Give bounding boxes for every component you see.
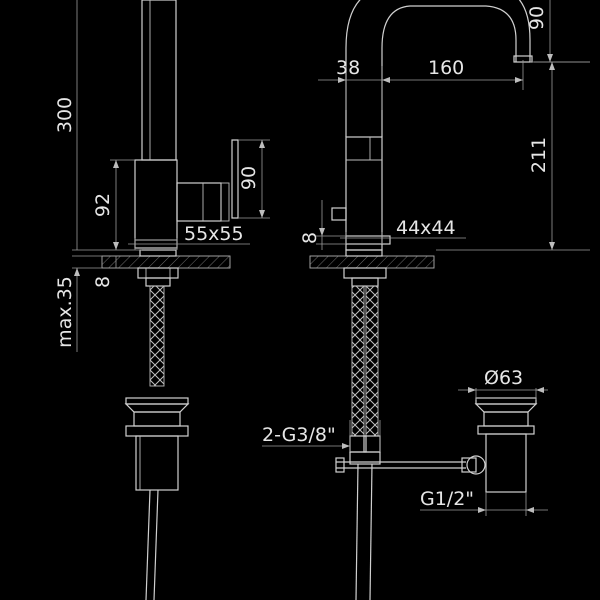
waste-diameter-label: Ø63 — [484, 367, 523, 389]
right-base-height-label: 8 — [299, 232, 321, 244]
right-body — [345, 136, 383, 251]
left-spout-column — [141, 0, 177, 161]
left-lever-height-label: 90 — [238, 166, 260, 190]
left-max-deck-label: max.35 — [54, 276, 76, 348]
right-spout — [345, 0, 531, 137]
waste-thread-label: G1/2" — [420, 488, 474, 510]
right-spout-reach-label: 160 — [428, 57, 464, 79]
left-deck — [101, 255, 231, 269]
left-body-height-label: 92 — [92, 193, 114, 217]
right-body-section-label: 44x44 — [396, 217, 456, 239]
right-spout-rise-label: 90 — [526, 6, 548, 30]
left-body — [134, 159, 178, 249]
left-view: 300 92 90 55x55 8 max.35 — [54, 0, 270, 600]
hose-thread-label: 2-G3/8" — [262, 424, 336, 446]
left-height-total-label: 300 — [54, 97, 76, 133]
right-deck — [309, 255, 435, 269]
left-body-section-label: 55x55 — [184, 223, 244, 245]
left-lever — [176, 182, 222, 222]
left-deck-thickness-label: 8 — [92, 276, 114, 288]
left-waste-body — [135, 435, 179, 491]
right-waste-body — [485, 433, 527, 493]
right-spout-offset-label: 38 — [336, 57, 360, 79]
right-view: 90 38 160 211 8 44x44 Ø63 — [262, 0, 590, 600]
right-hose-b — [365, 285, 379, 437]
right-total-height-label: 211 — [528, 137, 550, 173]
left-hose — [149, 285, 165, 387]
right-hose-a — [351, 285, 365, 437]
